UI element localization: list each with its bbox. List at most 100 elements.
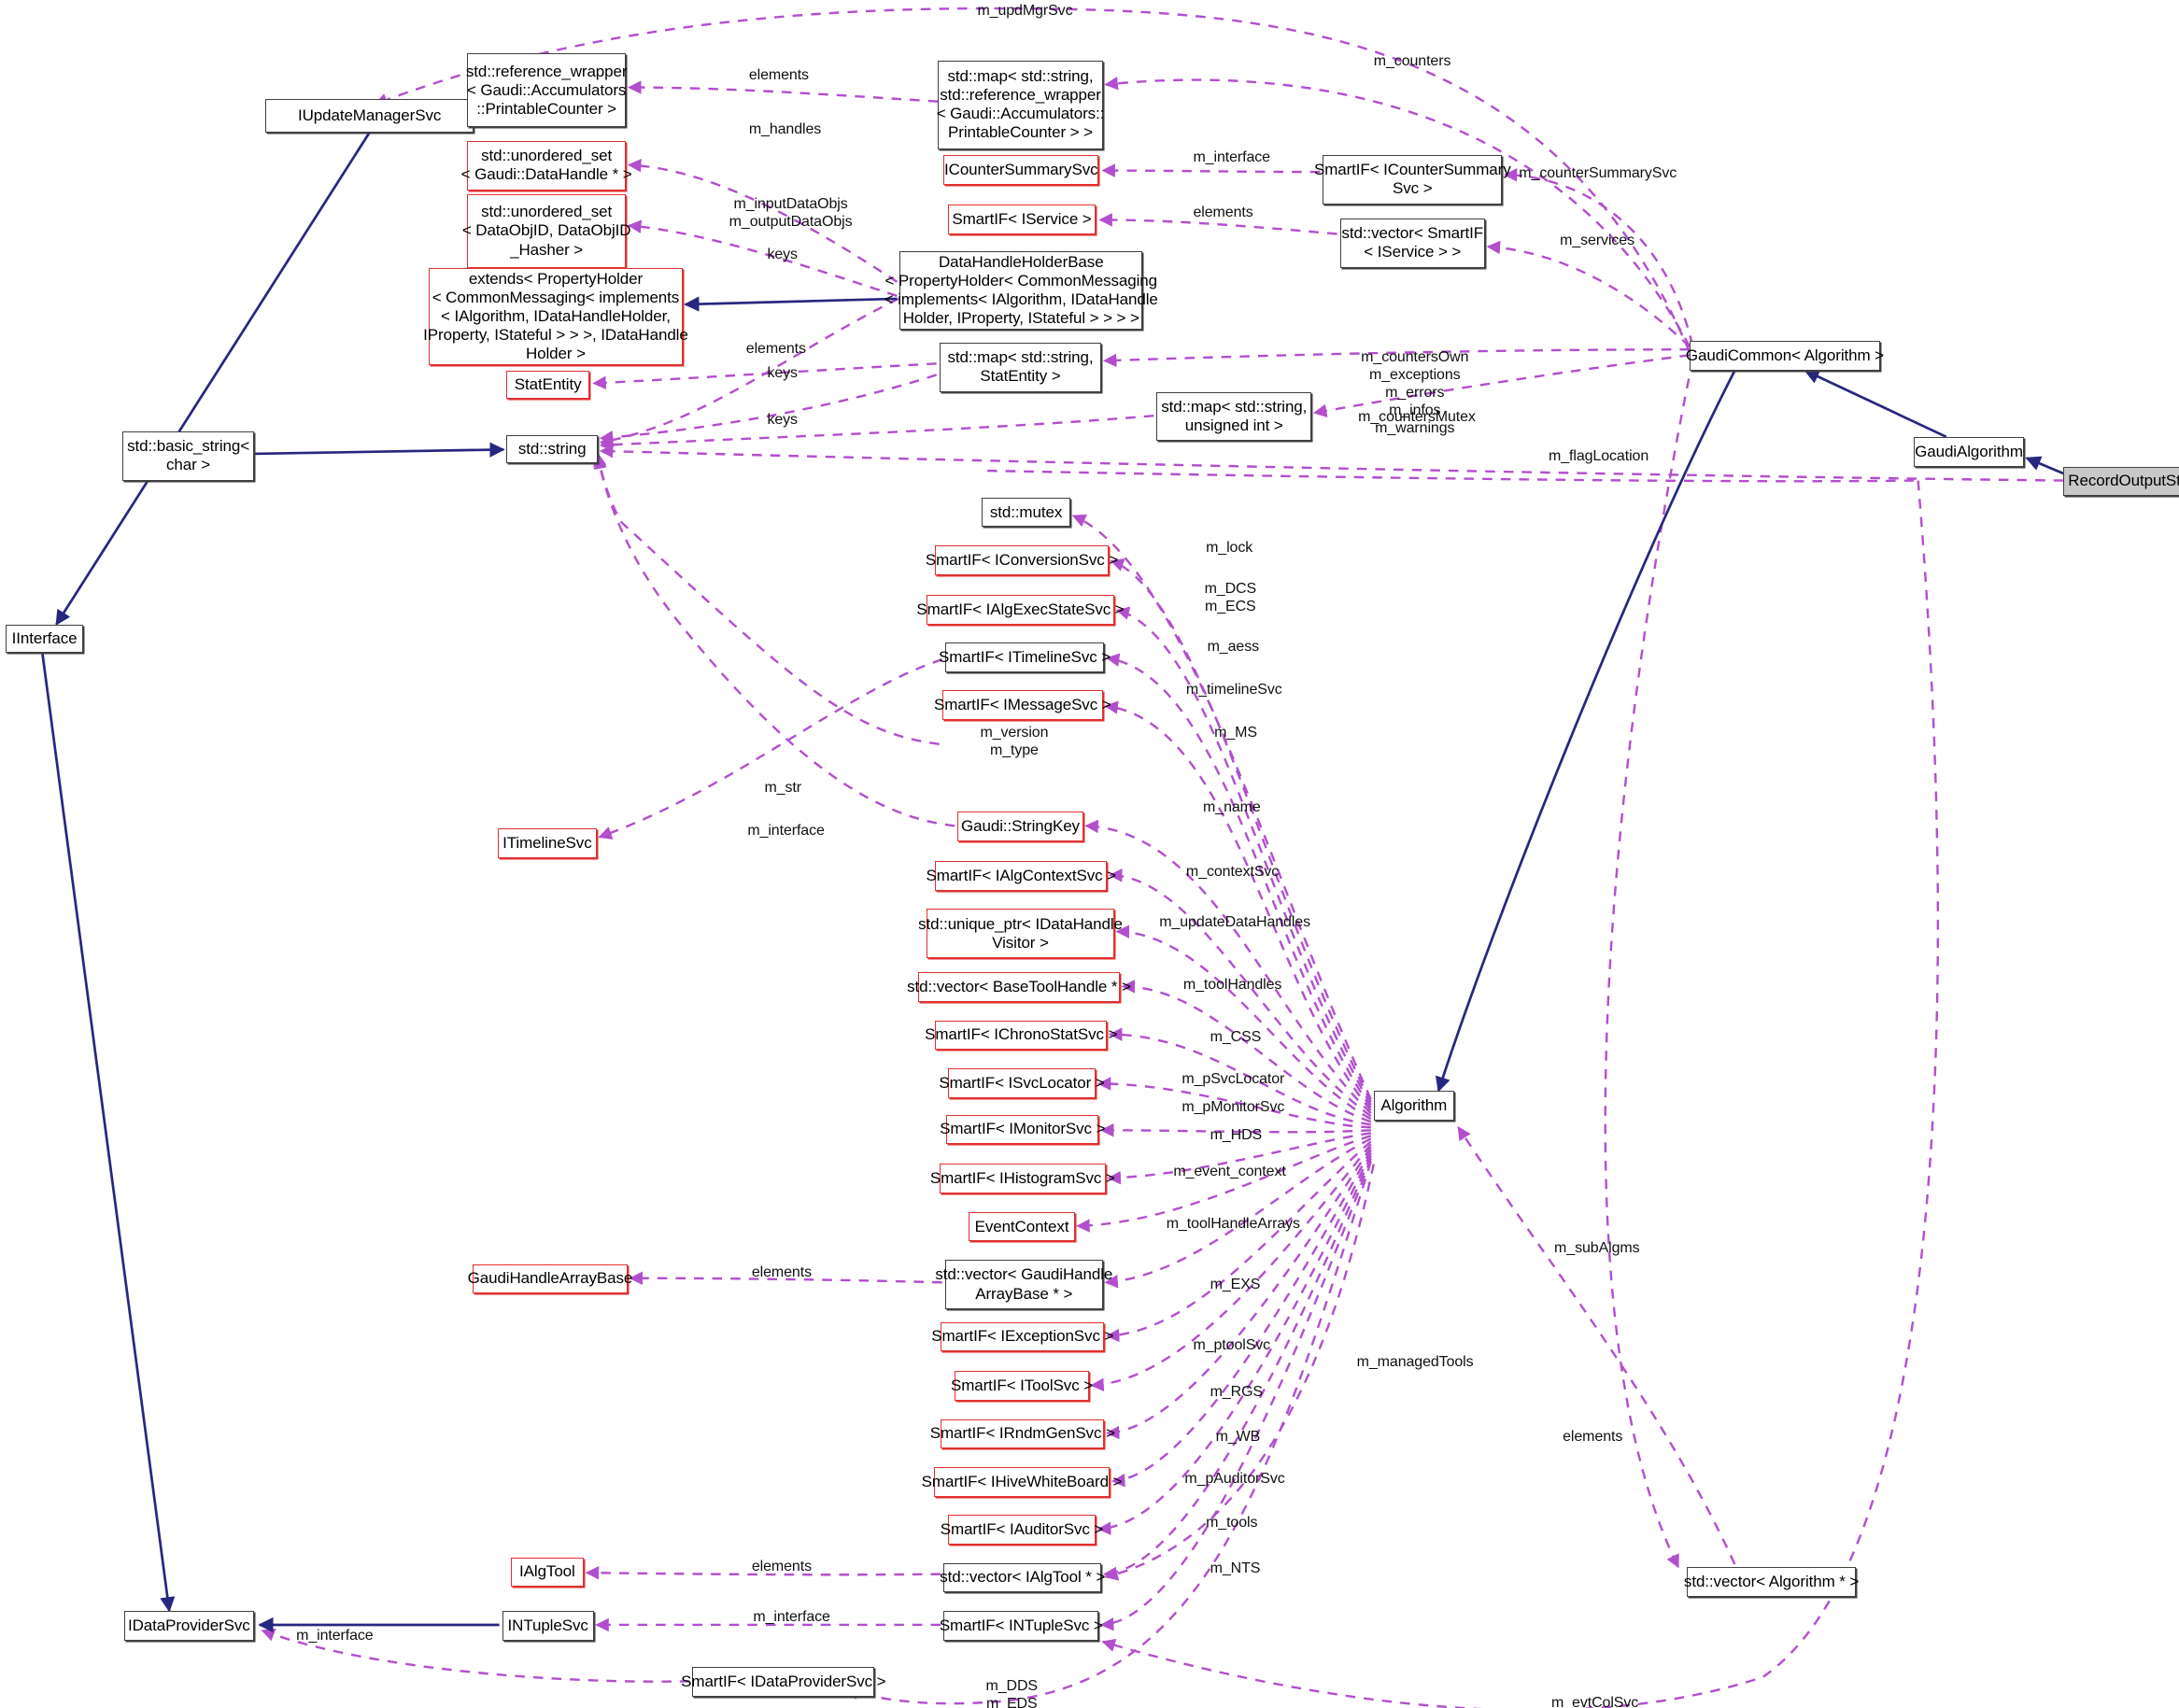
class-node-smartif_iconversionsvc[interactable]: SmartIF< IConversionSvc >	[926, 545, 1118, 575]
edge-label-lbl_handles: m_handles	[748, 120, 822, 137]
class-node-gaudihandlearraybase[interactable]: GaudiHandleArrayBase	[468, 1263, 632, 1294]
class-node-smartif_ichronostatsvc[interactable]: SmartIF< IChronoStatSvc >	[925, 1020, 1118, 1051]
class-node-smartif_idataprovidersvc[interactable]: SmartIF< IDataProviderSvc >	[681, 1667, 886, 1697]
edge-label-lbl_toolhandlearrays: m_toolHandleArrays	[1166, 1216, 1300, 1233]
edge-label-lbl_interface_ntuple: m_interface	[753, 1609, 830, 1626]
class-node-smartif_imessagesvc[interactable]: SmartIF< IMessageSvc >	[934, 690, 1111, 721]
class-node-smartif_itoolsvc[interactable]: SmartIF< IToolSvc >	[951, 1371, 1093, 1402]
edge-label-lbl_interface_counter: m_interface	[1193, 148, 1270, 165]
edge-label-lbl_rgs: m_RGS	[1210, 1383, 1264, 1400]
class-node-vector_basetoolhandle[interactable]: std::vector< BaseToolHandle * >	[907, 972, 1131, 1002]
class-node-map_string_refwrapper[interactable]: std::map< std::string, std::reference_wr…	[937, 60, 1104, 149]
class-node-smartif_imonitorsvc[interactable]: SmartIF< IMonitorSvc >	[940, 1114, 1106, 1145]
class-node-itimelinesvc[interactable]: ITimelineSvc	[498, 828, 597, 859]
edge-label-lbl_nts: m_NTS	[1210, 1560, 1261, 1576]
class-node-vector_gaudihandlearraybase[interactable]: std::vector< GaudiHandle ArrayBase * >	[935, 1260, 1112, 1309]
class-node-smartif_ialgexecstatesvc[interactable]: SmartIF< IAlgExecStateSvc >	[916, 594, 1125, 625]
edge-label-lbl_countersmutex: m_countersMutex	[1358, 408, 1476, 425]
edge-label-lbl_contextsvc: m_contextSvc	[1185, 864, 1280, 881]
edge-label-lbl_dcs_ecs: m_DCS m_ECS	[1204, 580, 1257, 614]
class-node-basic_string[interactable]: std::basic_string< char >	[122, 431, 254, 481]
edge-label-lbl_psvclocator: m_pSvcLocator	[1181, 1070, 1285, 1087]
edge-label-lbl_hds: m_HDS	[1210, 1127, 1263, 1144]
class-node-gaudicommon_algorithm[interactable]: GaudiCommon< Algorithm >	[1686, 341, 1884, 371]
edge-label-lbl_elements_refwrapper: elements	[748, 67, 809, 84]
class-node-icountersummarysvc[interactable]: ICounterSummarySvc	[943, 154, 1099, 185]
class-node-gaudi_stringkey[interactable]: Gaudi::StringKey	[957, 812, 1083, 841]
edge-label-lbl_ms: m_MS	[1214, 724, 1257, 741]
class-node-uset_dataobjid[interactable]: std::unordered_set < DataObjID, DataObjI…	[462, 194, 631, 268]
class-node-smartif_irndmgensvc[interactable]: SmartIF< IRndmGenSvc >	[930, 1419, 1115, 1449]
edge-label-lbl_keys_2: keys	[767, 364, 798, 381]
class-node-idataprovidersvc[interactable]: IDataProviderSvc	[123, 1610, 254, 1641]
class-node-extends_propertyholder[interactable]: extends< PropertyHolder < CommonMessagin…	[423, 267, 688, 365]
edge-label-lbl_wb: m_WB	[1215, 1429, 1261, 1446]
class-node-recordoutputstream[interactable]: RecordOutputStream	[2063, 466, 2179, 497]
class-node-uniqueptr_idatahandlevisitor[interactable]: std::unique_ptr< IDataHandle Visitor >	[918, 909, 1123, 959]
edge-label-lbl_subalgms: m_subAlgms	[1554, 1239, 1640, 1256]
class-node-map_string_statentity[interactable]: std::map< std::string, StatEntity >	[939, 342, 1102, 392]
class-node-vector_ialgtool[interactable]: std::vector< IAlgTool * >	[940, 1562, 1105, 1593]
edge-label-lbl_elements_iservice: elements	[1193, 204, 1253, 220]
edge-label-lbl_managedtools: m_managedTools	[1356, 1354, 1474, 1371]
edge-label-lbl_exs: m_EXS	[1210, 1277, 1261, 1293]
edge-label-lbl_elements_ialgtool: elements	[751, 1559, 812, 1575]
edge-label-lbl_event_context: m_event_context	[1173, 1164, 1286, 1180]
class-node-smartif_iexceptionsvc[interactable]: SmartIF< IExceptionSvc >	[931, 1321, 1113, 1352]
class-node-smartif_isvclocator[interactable]: SmartIF< ISvcLocator >	[939, 1067, 1105, 1098]
edge-label-lbl_countersummarysvc: m_counterSummarySvc	[1519, 164, 1677, 181]
edge-label-lbl_services: m_services	[1560, 232, 1635, 248]
edge-label-lbl_keys_3: keys	[767, 411, 798, 428]
class-node-vector_algorithm[interactable]: std::vector< Algorithm * >	[1684, 1567, 1859, 1597]
class-node-gaudialgorithm[interactable]: GaudiAlgorithm	[1914, 436, 2024, 467]
edge-label-lbl_version_type: m_version m_type	[980, 724, 1049, 758]
class-node-smartif_ihistogramsvc[interactable]: SmartIF< IHistogramSvc >	[930, 1164, 1115, 1194]
edge-label-lbl_lock: m_lock	[1206, 539, 1253, 556]
edge-label-lbl_elements_algorithm: elements	[1563, 1429, 1623, 1446]
class-node-smartif_itimelinesvc[interactable]: SmartIF< ITimelineSvc >	[939, 642, 1111, 672]
class-node-iinterface[interactable]: IInterface	[6, 624, 84, 653]
edge-label-lbl_str: m_str	[764, 779, 801, 796]
edge-label-lbl_dds_eds: m_DDS m_EDS	[985, 1678, 1039, 1708]
class-node-iupdatemanagersvc[interactable]: IUpdateManagerSvc	[264, 98, 474, 133]
edge-label-lbl_aess: m_aess	[1207, 638, 1260, 655]
class-node-algorithm[interactable]: Algorithm	[1373, 1091, 1454, 1121]
edge-label-lbl_elements_statentity: elements	[745, 341, 806, 358]
class-node-ialgtool[interactable]: IAlgTool	[510, 1557, 585, 1588]
edge-label-lbl_updmgrsvc: m_updMgrSvc	[977, 3, 1073, 20]
edge-label-lbl_tools: m_tools	[1206, 1515, 1258, 1532]
edge-label-lbl_interface_timeline: m_interface	[747, 823, 825, 840]
edge-label-lbl_elements_gaudihandle: elements	[751, 1263, 812, 1280]
edge-label-lbl_keys_1: keys	[767, 247, 798, 263]
class-node-statentity[interactable]: StatEntity	[506, 370, 590, 400]
edge-label-lbl_pmonitorsvc: m_pMonitorSvc	[1181, 1099, 1285, 1116]
class-node-smartif_ihivewhiteboard[interactable]: SmartIF< IHiveWhiteBoard >	[922, 1466, 1122, 1497]
class-node-smartif_intuplesvc[interactable]: SmartIF< INTupleSvc >	[940, 1610, 1103, 1641]
edge-label-lbl_inoutdataobjs: m_inputDataObjs m_outputDataObjs	[729, 195, 853, 230]
class-node-vector_smartif_iservice[interactable]: std::vector< SmartIF < IService > >	[1339, 218, 1486, 268]
class-node-smartif_iauditorsvc[interactable]: SmartIF< IAuditorSvc >	[941, 1515, 1103, 1545]
edge-label-lbl_css: m_CSS	[1210, 1028, 1262, 1045]
class-node-eventcontext[interactable]: EventContext	[969, 1211, 1075, 1242]
class-node-datahandleholderbase[interactable]: DataHandleHolderBase < PropertyHolder< C…	[884, 250, 1158, 330]
edge-label-lbl_countersown: m_countersOwn m_exceptions m_errors m_in…	[1361, 349, 1469, 436]
class-node-smartif_iservice[interactable]: SmartIF< IService >	[947, 204, 1097, 234]
class-node-smartif_icountersummary[interactable]: SmartIF< ICounterSummary Svc >	[1314, 154, 1511, 205]
class-node-uset_datahandle[interactable]: std::unordered_set < Gaudi::DataHandle *…	[461, 140, 632, 191]
edge-label-lbl_name: m_name	[1203, 798, 1261, 815]
edge-label-lbl_pauditorsvc: m_pAuditorSvc	[1184, 1471, 1285, 1488]
class-node-std_string[interactable]: std::string	[506, 435, 599, 464]
class-node-map_string_uint[interactable]: std::map< std::string, unsigned int >	[1156, 391, 1312, 442]
edge-label-lbl_ptoolsvc: m_ptoolSvc	[1193, 1337, 1271, 1354]
edge-label-lbl_timelinesvc: m_timelineSvc	[1185, 682, 1282, 699]
edge-label-lbl_counters: m_counters	[1373, 53, 1451, 70]
class-node-refwrapper[interactable]: std::reference_wrapper < Gaudi::Accumula…	[466, 53, 628, 127]
class-node-smartif_ialgcontextsvc[interactable]: SmartIF< IAlgContextSvc >	[927, 861, 1116, 891]
edge-label-lbl_evtcolsvc: m_evtColSvc	[1551, 1695, 1639, 1708]
edge-label-lbl_interface_idps: m_interface	[296, 1627, 374, 1644]
class-node-intuplesvc[interactable]: INTupleSvc	[502, 1610, 594, 1641]
edge-label-lbl_flaglocation: m_flagLocation	[1549, 447, 1649, 464]
edge-label-lbl_updatedatahandles: m_updateDataHandles	[1159, 914, 1310, 931]
class-node-std_mutex[interactable]: std::mutex	[981, 497, 1071, 528]
